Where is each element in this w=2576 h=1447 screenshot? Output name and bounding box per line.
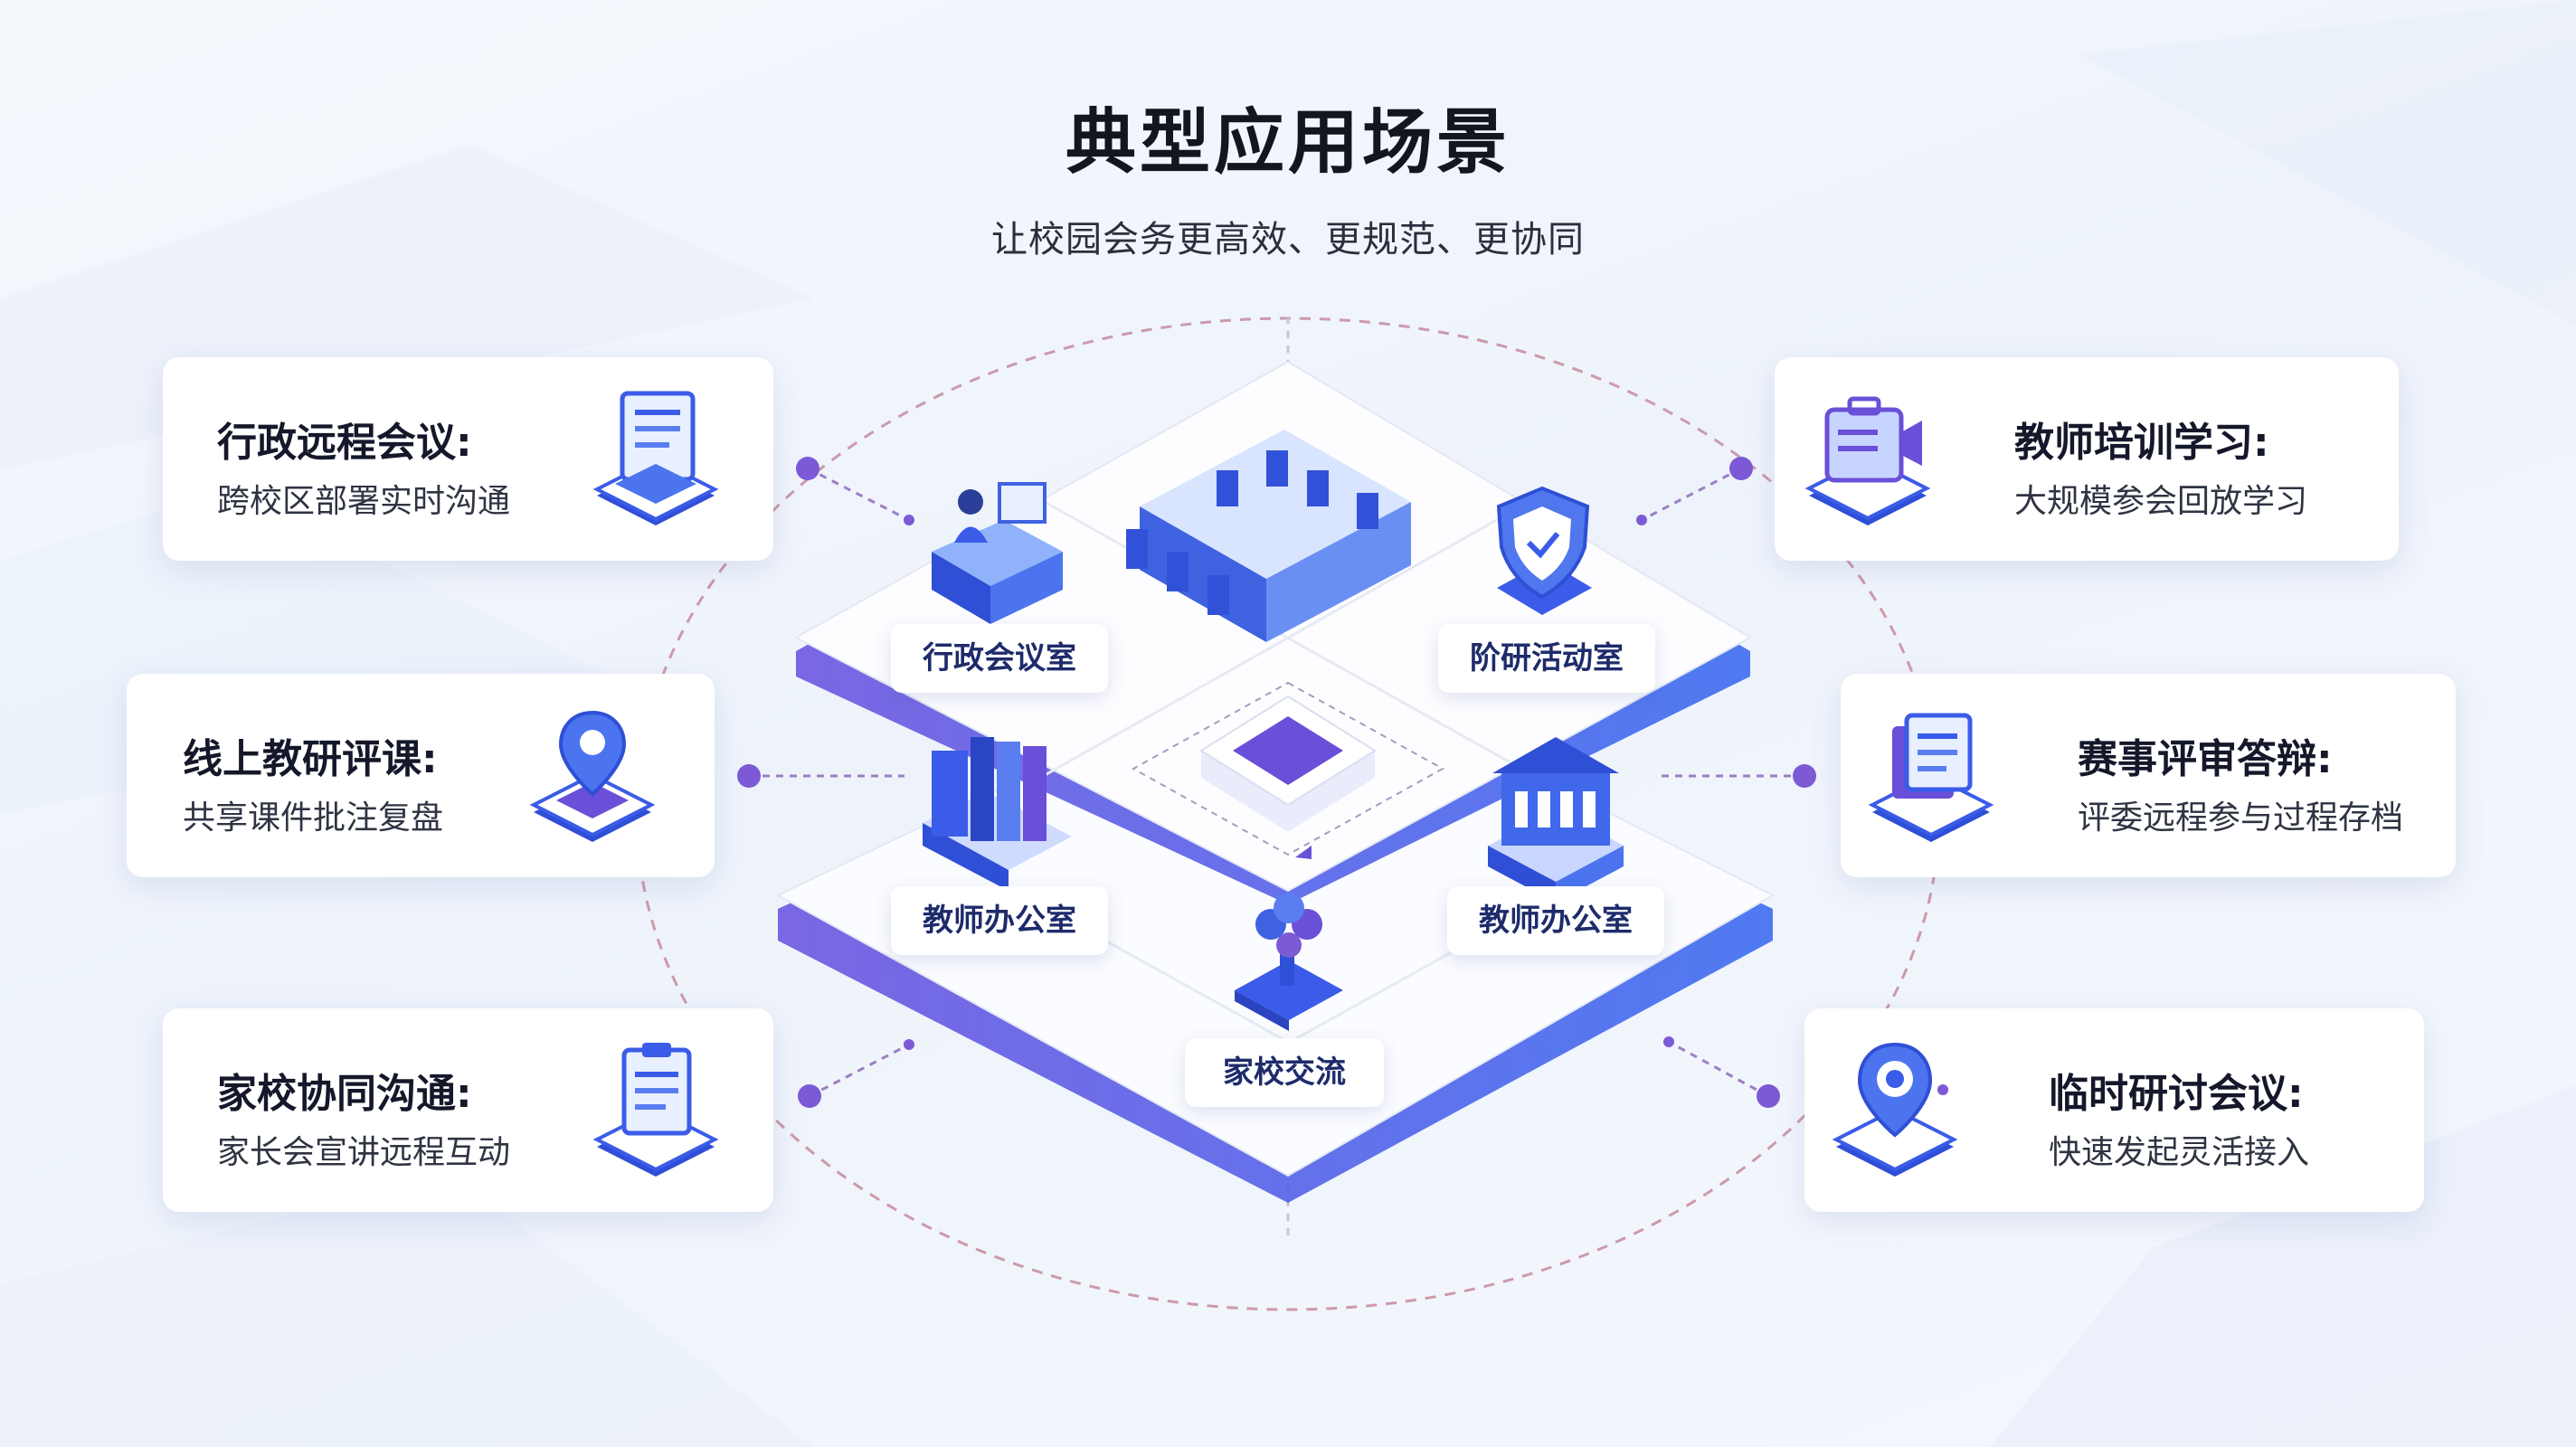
scenario-card-ad-hoc-meeting: 临时研讨会议: 快速发起灵活接入 — [1804, 1008, 2424, 1212]
page-subtitle: 让校园会务更高效、更规范、更协同 — [991, 219, 1585, 260]
connector-dot — [1729, 457, 1753, 480]
card-title: 赛事评审答辩: — [2078, 736, 2333, 782]
desk-worker-icon — [932, 482, 1063, 624]
connector-dot — [737, 764, 761, 788]
connector-dot — [1793, 764, 1816, 788]
building-icon — [1488, 737, 1624, 903]
scenario-card-online-research: 线上教研评课: 共享课件批注复盘 — [127, 674, 715, 877]
target-pin-icon — [1827, 1034, 1963, 1187]
card-desc: 家长会宣讲远程互动 — [217, 1134, 511, 1171]
connector-line — [1641, 467, 1742, 522]
connector-line — [1668, 1040, 1769, 1098]
conference-chairs-icon — [1126, 430, 1411, 642]
laptop-document-icon — [588, 383, 724, 536]
label-teacher-office-right: 教师办公室 — [1447, 886, 1664, 955]
card-title: 行政远程会议: — [217, 420, 472, 466]
scenario-card-admin-meeting: 行政远程会议: 跨校区部署实时沟通 — [163, 357, 773, 561]
center-screen-icon — [1131, 681, 1445, 859]
documents-icon — [1863, 699, 1999, 853]
shield-icon — [1496, 486, 1592, 615]
card-title: 教师培训学习: — [2014, 420, 2269, 466]
card-title: 线上教研评课: — [183, 736, 438, 782]
connector-line — [807, 467, 910, 522]
connector-dot — [798, 1084, 821, 1108]
books-icon — [923, 737, 1072, 891]
card-desc: 共享课件批注复盘 — [183, 799, 444, 837]
scenario-card-teacher-training: 教师培训学习: 大规模参会回放学习 — [1775, 357, 2399, 561]
dashed-ring — [635, 317, 1941, 1311]
card-desc: 大规模参会回放学习 — [2014, 483, 2308, 520]
label-research-room: 阶研活动室 — [1438, 624, 1655, 693]
connector-line — [809, 1043, 910, 1098]
card-title: 家校协同沟通: — [217, 1071, 472, 1117]
card-desc: 评委远程参与过程存档 — [2078, 799, 2404, 837]
flower-icon — [1235, 893, 1343, 1031]
label-teacher-office-left: 教师办公室 — [891, 886, 1108, 955]
video-briefcase-icon — [1800, 383, 1936, 536]
label-admin-room: 行政会议室 — [891, 624, 1108, 693]
clipboard-icon — [588, 1034, 724, 1187]
location-pin-icon — [525, 699, 660, 853]
connector-dot — [1757, 1084, 1780, 1108]
card-desc: 跨校区部署实时沟通 — [217, 483, 511, 520]
page-title: 典型应用场景 — [1065, 102, 1511, 184]
scenario-card-competition-review: 赛事评审答辩: 评委远程参与过程存档 — [1841, 674, 2456, 877]
connector-dot — [796, 457, 819, 480]
card-desc: 快速发起灵活接入 — [2049, 1134, 2310, 1171]
card-title: 临时研讨会议: — [2049, 1071, 2304, 1117]
scenario-card-home-school: 家校协同沟通: 家长会宣讲远程互动 — [163, 1008, 773, 1212]
label-home-school: 家校交流 — [1185, 1038, 1384, 1107]
